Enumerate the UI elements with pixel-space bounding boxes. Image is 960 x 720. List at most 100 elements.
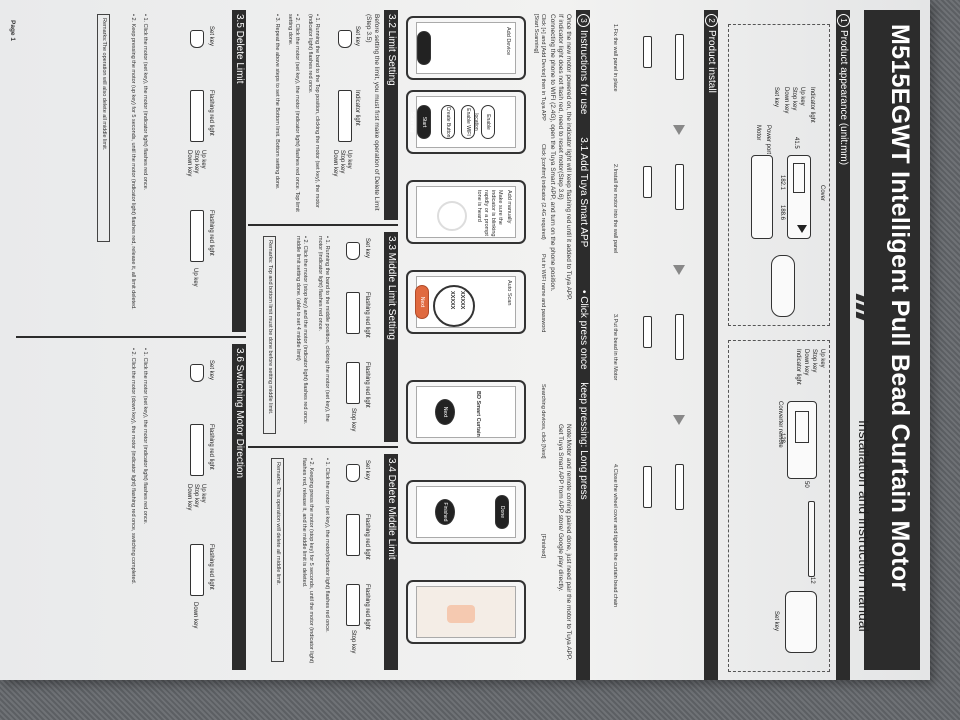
flow-step-4: Searching devices, click [Next] [540,384,546,459]
hand-press-icon [338,30,352,48]
limit-indicator-label: Indicator light [354,90,360,126]
section-1-heading: 1Product appearance (unit:mm) [836,10,850,680]
phone-screen-7-display [416,586,516,638]
manual-subtitle: Installation and instruction manual [856,420,872,632]
section-3-heading: 3Instructions for use 3.1 Add Tuya Smart… [576,10,590,680]
section-3-6-title: 3.6 Switching Motor Direction [234,348,245,479]
switch-up-key-label: Up key [200,484,206,503]
install-step-4-detail [643,466,652,508]
middle-remark-box: Remarks: Top and bottom limit must be do… [263,236,276,434]
section-3-6-heading: 3.6 Switching Motor Direction [232,344,246,670]
middle-step-2: • 2. Click the motor (stop key) and the … [295,236,308,425]
switch-device-1 [190,424,204,476]
phone-screen-1-display: Add Device [416,22,516,74]
motor-top-drawing [771,255,795,317]
section-3-3-heading: 3.3 Middle Limit Setting [384,232,398,442]
auto-scan-tab: Auto Scan [506,280,512,306]
delete-limit-hand-icon [190,30,204,48]
delete-limit-set-key-label: Set key [208,26,214,47]
manual-sheet: M515EGWT Intelligent Pull Bead Curtain M… [0,0,930,680]
middle-flashing-label-1: Flashing red light [364,292,370,338]
delete-middle-device-1 [346,514,360,556]
dimension-a: 182.1 [779,175,785,191]
install-step-2: 2.Install the motor into the wall panel [612,164,618,254]
delete-middle-flashing-2: Flashing red light [364,584,370,630]
enable-wifi-button: Enable WIFI [461,105,475,139]
limit-step-3: • 3. Repeat the above steps to set the B… [274,14,280,190]
phone-screen-finished: Done Finished [406,480,526,544]
wifi-next-button: Next [415,285,429,319]
section-3-4-heading: 3.4 Delete Middle Limit [384,454,398,670]
dimension-c: 41.5 [793,137,799,149]
legend-keep: keep pressing: Long press [578,382,589,500]
add-device-caption: Add Device [505,27,511,56]
switch-down-key-label-2: Down key [192,602,198,629]
middle-device-drawing-1 [346,292,360,334]
down-key-label: Down key [783,87,789,114]
section-1-number: 1 [837,14,850,27]
intro-line-3: Connecting the phone to WIFI (2.4G), ope… [549,14,556,292]
delete-middle-device-2 [346,584,360,626]
install-step-3: 3.Put the bead in the Motor [612,314,618,381]
finished-button: Finished [435,499,455,525]
delete-limit-down-key-label: Down key [186,150,192,177]
middle-flashing-label-2: Flashing red light [364,362,370,408]
remote-set-key-label: Set key [773,611,779,632]
delete-limit-step-1: • 1. Click the motor (set key), the moto… [142,14,148,191]
dimension-d: 50 [803,481,809,488]
delete-limit-step-2: • 2. Keep pressing the motor (up key) fo… [130,14,136,310]
section-3-title: Instructions for use [578,30,589,115]
delete-middle-hand-icon [346,464,360,482]
delete-middle-step-2: • 2. Keeping press the motor (stop key) … [301,458,314,664]
switch-flashing-2: Flashing red light [208,544,214,590]
delete-limit-panel: Set key Flashing red light Up key Stop k… [18,10,228,332]
intro-line-1: Once the new motor powered on, the indic… [565,14,572,301]
wheel-cover-drawing [675,464,684,510]
wall-panel-drawing [675,34,684,80]
limit-set-key-label: Set key [354,26,360,47]
switch-down-key-label: Down key [186,484,192,511]
section-2-title: Product install [706,30,717,93]
remote-side-drawing [808,501,815,577]
page-number: Page 1 [9,20,16,41]
switch-hand-icon [190,364,204,382]
set-key-label: Set key [773,87,779,108]
install-arrow-3-icon [673,415,685,425]
scan-radar-icon [437,201,467,231]
column-divider-1 [248,224,398,226]
remote-down-key-label: Down key [803,349,809,376]
install-arrow-2-icon [673,265,685,275]
flow-step-3: Put in WIFI name and password [540,254,546,333]
bead-in-motor-drawing [675,314,684,360]
motor-label: Motor [755,125,761,141]
delete-limit-up-key-label: Up key [200,150,206,169]
bead-curtain-device-name: BD Smart Curtain [475,391,481,437]
manual-title: M515EGWT Intelligent Pull Bead Curtain M… [886,24,914,592]
delete-limit-remark-box: Remarks:The operation will also delete a… [97,14,110,242]
create-button: Create Button [441,105,455,139]
manual-sheet-upright: M515EGWT Intelligent Pull Bead Curtain M… [9,10,920,680]
switch-step-2: • 2. Click the motor (down key), the mot… [130,348,136,585]
cover-label: Cover [819,185,825,202]
section-1-title: Product appearance (unit:mm) [838,30,849,166]
section-3-2-title: 3.2 Limit Setting [386,14,397,86]
enable-location-button: Enable location [473,105,495,139]
column-divider-2 [248,446,398,448]
delete-middle-step-1: • 1. Click the motor (set key), the moto… [324,458,330,633]
intro-line-4: Note:Motor and remote coming paired done… [565,424,572,661]
install-arrow-1-icon [673,125,685,135]
phone-screen-wifi: Auto Scan XXXXX XXXXX Next [406,270,526,334]
column-divider-3 [16,336,246,338]
phone-1-scan-button [417,31,431,65]
stop-key-label: Stop key [791,87,797,111]
limit-step-1: • 1. Running the band to the Top positio… [307,14,320,208]
limit-up-key-label: Up key [346,150,352,169]
install-steps: 1.Fix the wall panel in place 2.Install … [598,14,698,674]
flow-step-2: Click [confirm] indicator (2.4G required… [540,144,546,240]
intro-line-2: If indicator light does not flash red, n… [557,14,564,200]
delete-limit-device-2 [190,210,204,262]
limit-device-drawing [338,90,352,142]
limit-setting-intro: Before setting the limit, you must first… [365,14,380,211]
install-step-4: 4.Close the wheel cover and tighten the … [612,464,618,608]
motor-cover-arrow-icon [797,225,807,233]
